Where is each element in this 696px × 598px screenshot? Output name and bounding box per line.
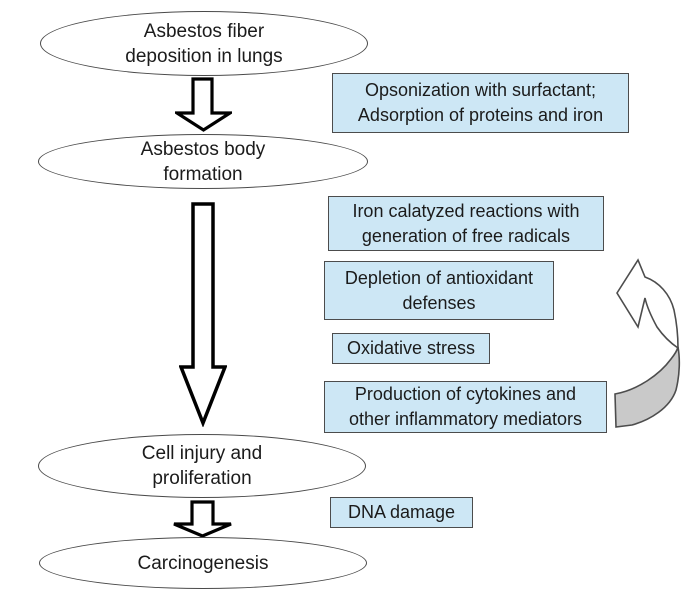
process-label: Opsonization with surfactant; Adsorption… [357,80,604,125]
process-box-opsonization: Opsonization with surfactant; Adsorption… [332,73,629,133]
process-label: Oxidative stress [346,338,476,358]
long-down-arrow-icon [179,202,227,427]
down-arrow-icon [173,500,232,538]
process-label: Production of cytokines and other inflam… [348,384,583,429]
node-label: Asbestos body formation [140,138,266,185]
node-cell-injury-proliferation: Cell injury and proliferation [38,434,366,498]
process-label: Iron calatyzed reactions with generation… [352,200,580,246]
node-label: Asbestos fiber deposition in lungs [125,20,283,67]
node-label: Cell injury and proliferation [141,443,263,489]
node-asbestos-fiber-deposition: Asbestos fiber deposition in lungs [40,11,368,76]
down-arrow-icon [175,77,232,132]
process-box-antioxidant-depletion: Depletion of antioxidant defenses [324,261,554,320]
node-carcinogenesis: Carcinogenesis [39,537,367,589]
process-box-iron-reactions: Iron calatyzed reactions with generation… [328,196,604,251]
process-box-oxidative-stress: Oxidative stress [332,333,490,364]
process-label: DNA damage [347,502,456,522]
feedback-cycle-arrow-icon [614,258,681,428]
process-box-dna-damage: DNA damage [330,497,473,528]
node-asbestos-body-formation: Asbestos body formation [38,134,368,189]
node-label: Carcinogenesis [137,552,269,574]
process-box-cytokine-production: Production of cytokines and other inflam… [324,381,607,433]
process-label: Depletion of antioxidant defenses [344,267,534,313]
